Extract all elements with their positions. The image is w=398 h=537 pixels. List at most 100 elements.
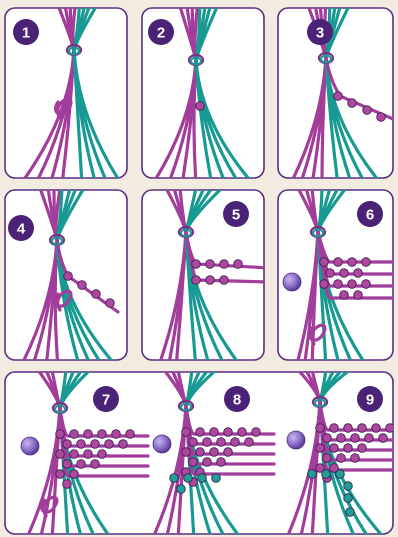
knot [224, 448, 233, 457]
step-badge-4: 4 [8, 215, 34, 241]
knot [337, 434, 346, 443]
knot [70, 430, 79, 439]
knot [224, 428, 233, 437]
knot [322, 470, 331, 479]
knot [56, 450, 65, 459]
knot [358, 424, 367, 433]
knot [344, 482, 353, 491]
knot [126, 430, 135, 439]
knot [70, 450, 79, 459]
knot [196, 102, 205, 111]
knot [182, 448, 191, 457]
panel-step-4: 4 [5, 188, 127, 368]
bead [283, 273, 301, 291]
knot [91, 460, 100, 469]
knot [238, 428, 247, 437]
knot [56, 470, 65, 479]
knot [323, 454, 332, 463]
knot [203, 458, 212, 467]
knot [206, 276, 215, 285]
knot [344, 424, 353, 433]
knot [210, 448, 219, 457]
knot [330, 444, 339, 453]
step-number-4: 4 [17, 221, 26, 238]
knot [217, 458, 226, 467]
knot [365, 434, 374, 443]
step-badge-3: 3 [307, 19, 333, 45]
knot [203, 438, 212, 447]
knot [220, 260, 229, 269]
knot [64, 272, 73, 281]
knot [206, 260, 215, 269]
knot [344, 444, 353, 453]
step-number-2: 2 [157, 25, 165, 42]
panel-step-6: 6 [278, 188, 398, 368]
knot [334, 280, 343, 289]
knot [362, 280, 371, 289]
knot [320, 280, 329, 289]
step-number-9: 9 [366, 392, 374, 409]
knot [170, 474, 179, 483]
step-badge-9: 9 [357, 386, 383, 412]
knot [351, 434, 360, 443]
knot [192, 276, 201, 285]
knot [84, 430, 93, 439]
knot [198, 474, 207, 483]
knot [320, 258, 329, 267]
knot [344, 494, 353, 503]
step-number-3: 3 [316, 25, 324, 42]
knot [354, 269, 363, 278]
knot [63, 480, 72, 489]
knot [196, 448, 205, 457]
panel-step-1: 1 [5, 0, 127, 185]
panel-step-2: 2 [142, 0, 264, 185]
knot [189, 438, 198, 447]
knot [316, 424, 325, 433]
knot [348, 258, 357, 267]
step-badge-2: 2 [148, 19, 174, 45]
step-number-6: 6 [366, 207, 374, 224]
knot [252, 428, 261, 437]
knot [348, 99, 357, 108]
knot [119, 440, 128, 449]
step-number-5: 5 [232, 207, 240, 224]
knot [340, 291, 349, 300]
knot [334, 258, 343, 267]
knot [196, 428, 205, 437]
knot [63, 440, 72, 449]
step-badge-1: 1 [13, 19, 39, 45]
knot [78, 281, 87, 290]
knot [182, 428, 191, 437]
knot [106, 299, 115, 308]
knot [337, 454, 346, 463]
knot [84, 450, 93, 459]
knot [362, 258, 371, 267]
knot [98, 450, 107, 459]
knot [358, 444, 367, 453]
knot [348, 280, 357, 289]
knot [70, 470, 79, 479]
knot [363, 106, 372, 115]
knot [217, 438, 226, 447]
step-number-1: 1 [22, 25, 30, 42]
knot [308, 470, 317, 479]
knot [354, 291, 363, 300]
knot [334, 92, 343, 101]
panel-step-3: 3 [278, 0, 398, 185]
knot [63, 460, 72, 469]
knot [192, 260, 201, 269]
bead [21, 437, 39, 455]
panel-steps-7-9: 7 8 9 [5, 370, 398, 537]
knot [372, 424, 381, 433]
knot [92, 290, 101, 299]
bead [287, 431, 305, 449]
knot [379, 434, 388, 443]
panel-step-5: 5 [142, 188, 270, 368]
knot [323, 434, 332, 443]
knot [346, 508, 355, 517]
knot [112, 430, 121, 439]
step-number-7: 7 [102, 392, 110, 409]
knot [56, 430, 65, 439]
knot [210, 428, 219, 437]
